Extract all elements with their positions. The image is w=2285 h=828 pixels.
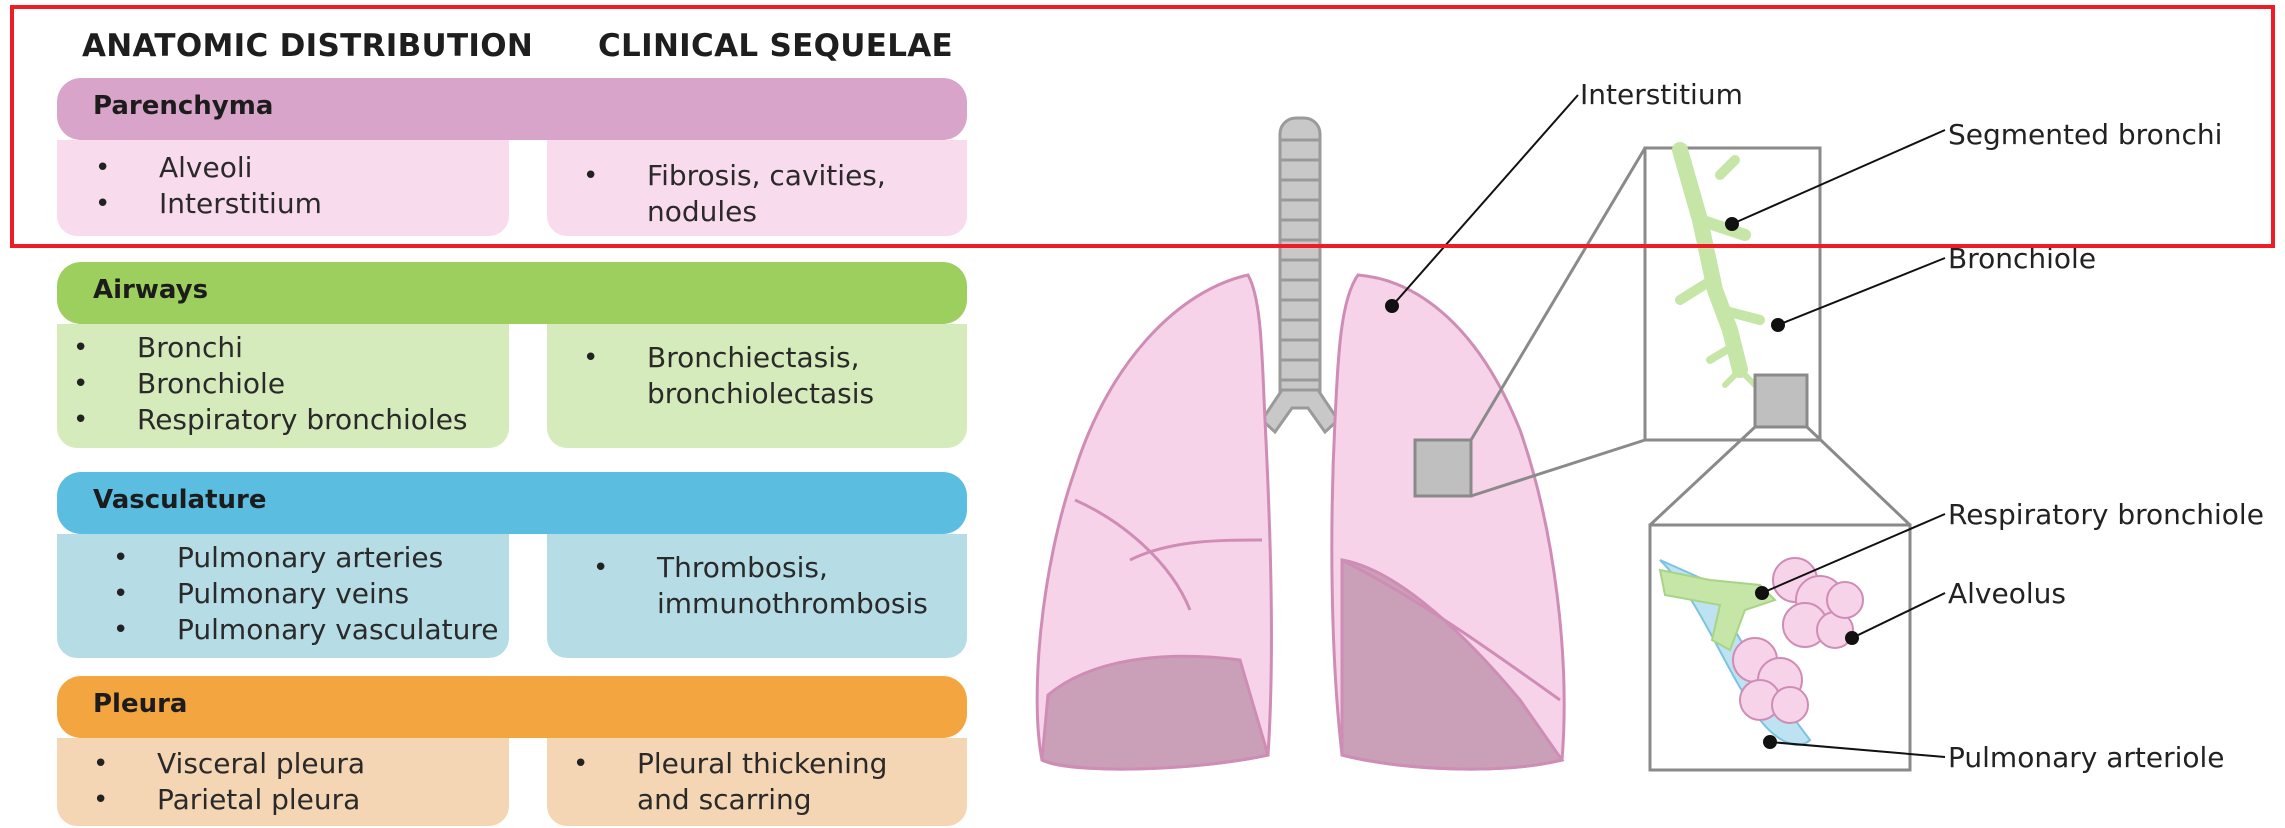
bronchiole-square (1755, 375, 1807, 427)
pulmonary-arteriole-label: Pulmonary arteriole (1948, 741, 2225, 774)
right-lung (1037, 275, 1271, 769)
sample-square (1415, 440, 1471, 496)
alveolus-label: Alveolus (1948, 577, 2066, 610)
left-lung (1332, 275, 1564, 769)
highlight-box (10, 5, 2275, 248)
respiratory-bronchiole-label: Respiratory bronchiole (1948, 498, 2264, 531)
